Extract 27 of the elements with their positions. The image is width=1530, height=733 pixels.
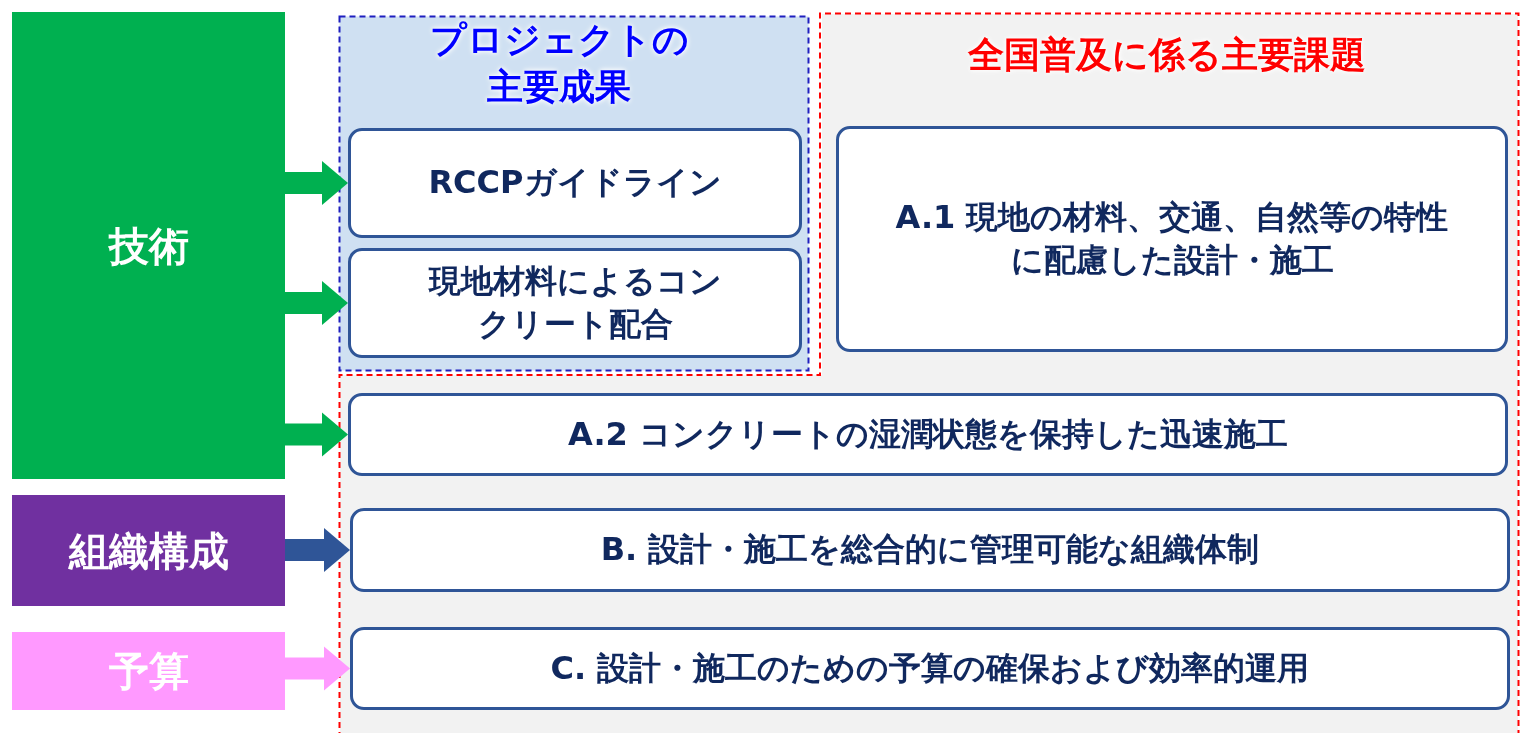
outcome-group-panel [338,15,810,372]
category-box [12,12,285,479]
category-label: 予算 [108,647,189,696]
category-box [12,495,285,606]
issue-text: A.1 現地の材料、交通、自然等の特性に配慮した設計・施工 [894,196,1450,281]
issue-text: 現地材料によるコンクリート配合 [427,260,723,345]
issue-text: C. 設計・施工のための予算の確保および効率的運用 [550,647,1310,689]
block-arrow [285,528,350,572]
issue-box [348,248,802,358]
issue-group-panel [338,12,1520,733]
panel-heading: 全国普及に係る主要課題 [967,33,1367,77]
issue-box [348,393,1508,476]
issue-box [350,627,1510,710]
issue-box [348,128,802,238]
issue-box [836,126,1508,352]
category-label: 組織構成 [68,526,229,576]
block-arrow [285,281,348,325]
block-arrow [285,412,348,457]
category-label: 技術 [108,221,189,271]
block-arrow [285,161,348,205]
panel-heading: プロジェクトの主要成果 [428,18,690,109]
issue-box [350,508,1510,592]
issue-text: RCCPガイドライン [428,162,722,204]
block-arrow [285,646,350,691]
issue-text: A.2 コンクリートの湿潤状態を保持した迅速施工 [568,413,1288,455]
issue-text: B. 設計・施工を総合的に管理可能な組織体制 [600,529,1260,571]
category-box [12,632,285,710]
